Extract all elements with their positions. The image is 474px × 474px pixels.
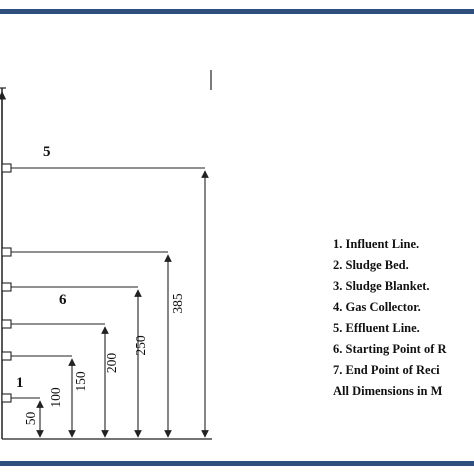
dimension-group: 50 100 150 200 250 385 xyxy=(23,170,209,438)
callout-label-6: 6 xyxy=(59,292,67,308)
port-100 xyxy=(1,351,12,361)
port-250 xyxy=(1,247,12,257)
port-50 xyxy=(1,393,12,403)
dimension-label-150: 150 xyxy=(73,371,88,392)
legend-item-sludge-blanket: 3. Sludge Blanket. xyxy=(333,279,430,293)
top-border xyxy=(0,9,474,14)
dimension-label-250: 250 xyxy=(133,335,148,356)
legend: 1. Influent Line. 2. Sludge Bed. 3. Slud… xyxy=(333,234,474,402)
dimension-label-50: 50 xyxy=(23,412,38,426)
port-385 xyxy=(1,163,12,173)
callout-label-1: 1 xyxy=(16,375,24,391)
legend-item-influent-line: 1. Influent Line. xyxy=(333,237,420,251)
legend-item-effluent-line: 5. Effluent Line. xyxy=(333,321,420,335)
dimension-label-385: 385 xyxy=(170,293,185,314)
legend-item-dimensions-note: All Dimensions in M xyxy=(333,384,443,398)
legend-item-starting-point: 6. Starting Point of R xyxy=(333,342,447,356)
bottom-border xyxy=(0,461,474,466)
port-group xyxy=(1,163,205,403)
legend-item-end-point: 7. End Point of Reci xyxy=(333,363,440,377)
dimension-label-100: 100 xyxy=(48,387,63,408)
legend-item-gas-collector: 4. Gas Collector. xyxy=(333,300,421,314)
callout-label-5: 5 xyxy=(43,144,51,160)
dimension-label-200: 200 xyxy=(104,353,119,374)
port-200 xyxy=(1,282,12,292)
legend-item-sludge-bed: 2. Sludge Bed. xyxy=(333,258,409,272)
port-150 xyxy=(1,319,12,329)
